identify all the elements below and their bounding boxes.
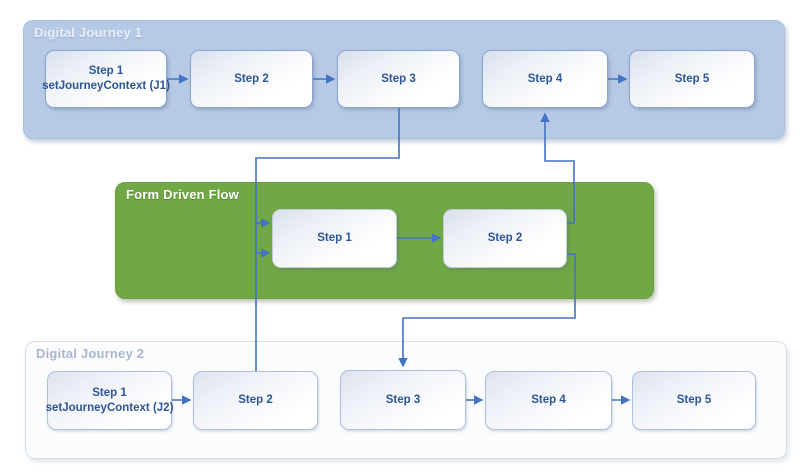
group-title-digital-journey-1: Digital Journey 1 [34, 25, 143, 40]
node-label: Step 2 [238, 394, 273, 406]
node-dj1-step-2: Step 2 [190, 50, 313, 108]
node-dj1-step-5: Step 5 [629, 50, 755, 108]
node-label: Step 1 [88, 65, 124, 77]
node-label: Step 1 [317, 232, 352, 244]
node-label: Step 2 [487, 232, 523, 244]
node-dj2-step-5: Step 5 [632, 371, 756, 430]
node-sublabel: setJourneyContext (J1) [42, 80, 170, 92]
node-dj1-step-4: Step 4 [482, 50, 608, 108]
node-label: Step 4 [531, 394, 566, 406]
node-label: Step 1 [92, 386, 127, 399]
node-dj1-step-3: Step 3 [337, 50, 460, 108]
group-title-digital-journey-2: Digital Journey 2 [36, 346, 145, 361]
node-dj2-step-2: Step 2 [193, 371, 318, 430]
node-label: Step 2 [234, 72, 269, 85]
node-dj1-step-1: Step 1 setJourneyContext (J1) [42, 50, 170, 108]
node-dj2-step-4: Step 4 [485, 371, 612, 430]
node-label: Step 3 [385, 393, 421, 406]
node-sublabel: setJourneyContext (J2) [45, 401, 174, 414]
node-label: Step 4 [527, 72, 563, 85]
node-dj2-step-3: Step 3 [340, 370, 466, 430]
node-label: Step 5 [674, 72, 710, 85]
group-title-form-driven-flow: Form Driven Flow [126, 187, 239, 202]
node-dj2-step-1: Step 1 setJourneyContext (J2) [45, 371, 174, 430]
node-fdf-step-2: Step 2 [443, 209, 567, 268]
node-label: Step 3 [381, 72, 416, 85]
node-fdf-step-1: Step 1 [272, 209, 397, 268]
node-label: Step 5 [676, 394, 712, 406]
